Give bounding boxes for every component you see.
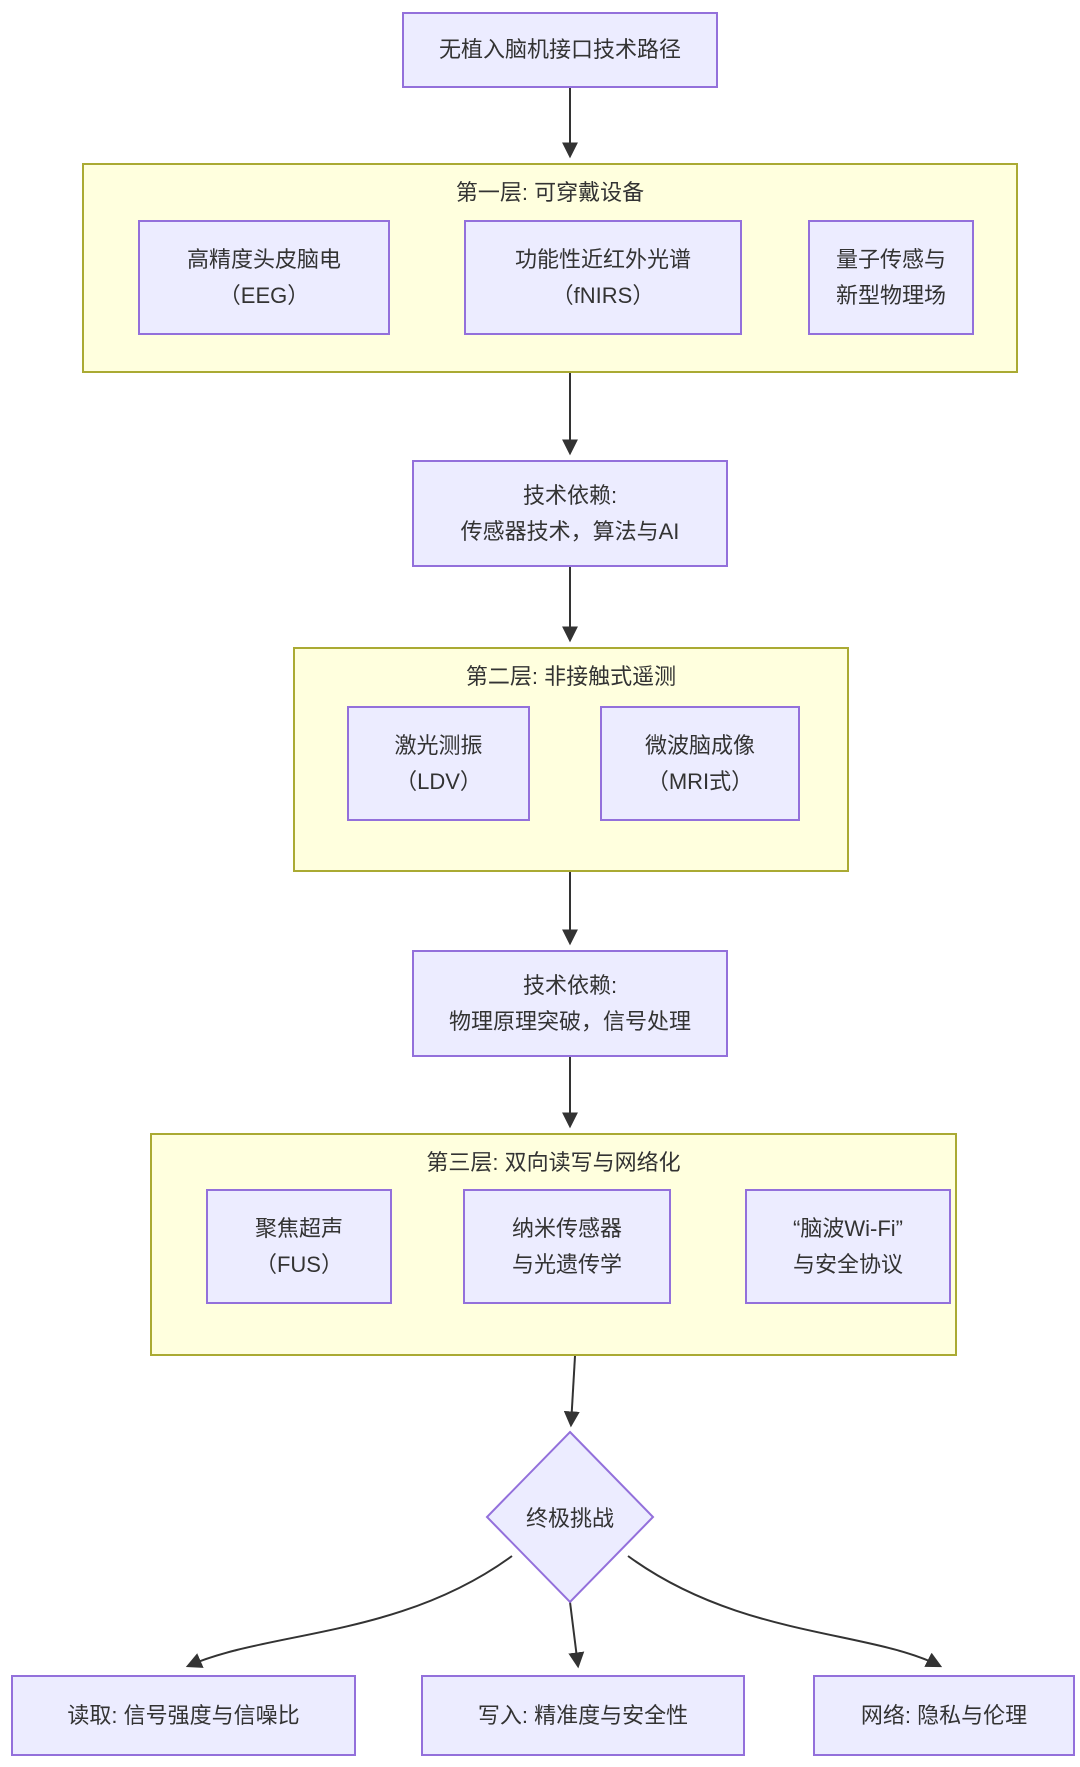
node-mri: 微波脑成像 （MRI式）: [600, 706, 800, 821]
root-title: 无植入脑机接口技术路径: [438, 37, 681, 63]
node-quantum: 量子传感与 新型物理场: [808, 220, 974, 335]
node-ldv-line2: （LDV）: [395, 768, 482, 794]
outcome-read-node: 读取: 信号强度与信噪比: [11, 1675, 356, 1756]
node-mri-line1: 微波脑成像: [644, 733, 755, 759]
decision-label: 终极挑战: [525, 1506, 614, 1531]
arrow-layer3-to-decision: [563, 1355, 580, 1428]
layer3-group: 第三层: 双向读写与网络化 聚焦超声 （FUS） 纳米传感器 与光遗传学 “脑波…: [150, 1133, 957, 1356]
outcome-network-label: 网络: 隐私与伦理: [860, 1702, 1028, 1728]
node-eeg-line1: 高精度头皮脑电: [186, 247, 341, 273]
node-fnirs: 功能性近红外光谱 （fNIRS）: [464, 220, 742, 335]
node-brainwifi-line2: 与安全协议: [792, 1251, 903, 1277]
node-fus-line1: 聚焦超声: [254, 1216, 343, 1242]
node-nano-line1: 纳米传感器: [511, 1216, 622, 1242]
node-nano: 纳米传感器 与光遗传学: [463, 1189, 671, 1304]
dep2-line2: 物理原理突破，信号处理: [448, 1008, 691, 1034]
layer1-group: 第一层: 可穿戴设备 高精度头皮脑电 （EEG） 功能性近红外光谱 （fNIRS…: [82, 163, 1018, 373]
dep2-line1: 技术依赖:: [522, 973, 618, 999]
node-fnirs-line1: 功能性近红外光谱: [514, 247, 691, 273]
arrow-decision-to-read: [185, 1555, 513, 1668]
outcome-read-label: 读取: 信号强度与信噪比: [67, 1702, 300, 1728]
dep1-line1: 技术依赖:: [522, 483, 618, 509]
dep1-line2: 传感器技术，算法与AI: [460, 518, 680, 544]
node-ldv: 激光测振 （LDV）: [347, 706, 530, 821]
arrow-decision-to-network: [627, 1555, 943, 1668]
layer2-group: 第二层: 非接触式遥测 激光测振 （LDV） 微波脑成像 （MRI式）: [293, 647, 849, 872]
outcome-write-node: 写入: 精准度与安全性: [421, 1675, 745, 1756]
node-brainwifi: “脑波Wi-Fi” 与安全协议: [745, 1189, 951, 1304]
node-quantum-line2: 新型物理场: [835, 282, 946, 308]
layer3-label: 第三层: 双向读写与网络化: [426, 1150, 681, 1175]
node-brainwifi-line1: “脑波Wi-Fi”: [793, 1216, 903, 1242]
dep2-node: 技术依赖: 物理原理突破，信号处理: [412, 950, 728, 1057]
node-fnirs-line2: （fNIRS）: [551, 282, 655, 308]
node-fus: 聚焦超声 （FUS）: [206, 1189, 392, 1304]
outcome-write-label: 写入: 精准度与安全性: [477, 1702, 689, 1728]
outcome-network-node: 网络: 隐私与伦理: [813, 1675, 1075, 1756]
node-nano-line2: 与光遗传学: [511, 1251, 622, 1277]
dep1-node: 技术依赖: 传感器技术，算法与AI: [412, 460, 728, 567]
layer2-label: 第二层: 非接触式遥测: [465, 664, 677, 689]
arrow-decision-to-write: [568, 1601, 585, 1669]
layer1-label: 第一层: 可穿戴设备: [455, 180, 645, 205]
node-quantum-line1: 量子传感与: [835, 247, 946, 273]
node-eeg-line2: （EEG）: [218, 282, 310, 308]
node-mri-line2: （MRI式）: [646, 768, 754, 794]
node-fus-line2: （FUS）: [254, 1251, 343, 1277]
node-ldv-line1: 激光测振: [394, 733, 483, 759]
root-node: 无植入脑机接口技术路径: [402, 12, 718, 88]
node-eeg: 高精度头皮脑电 （EEG）: [138, 220, 390, 335]
